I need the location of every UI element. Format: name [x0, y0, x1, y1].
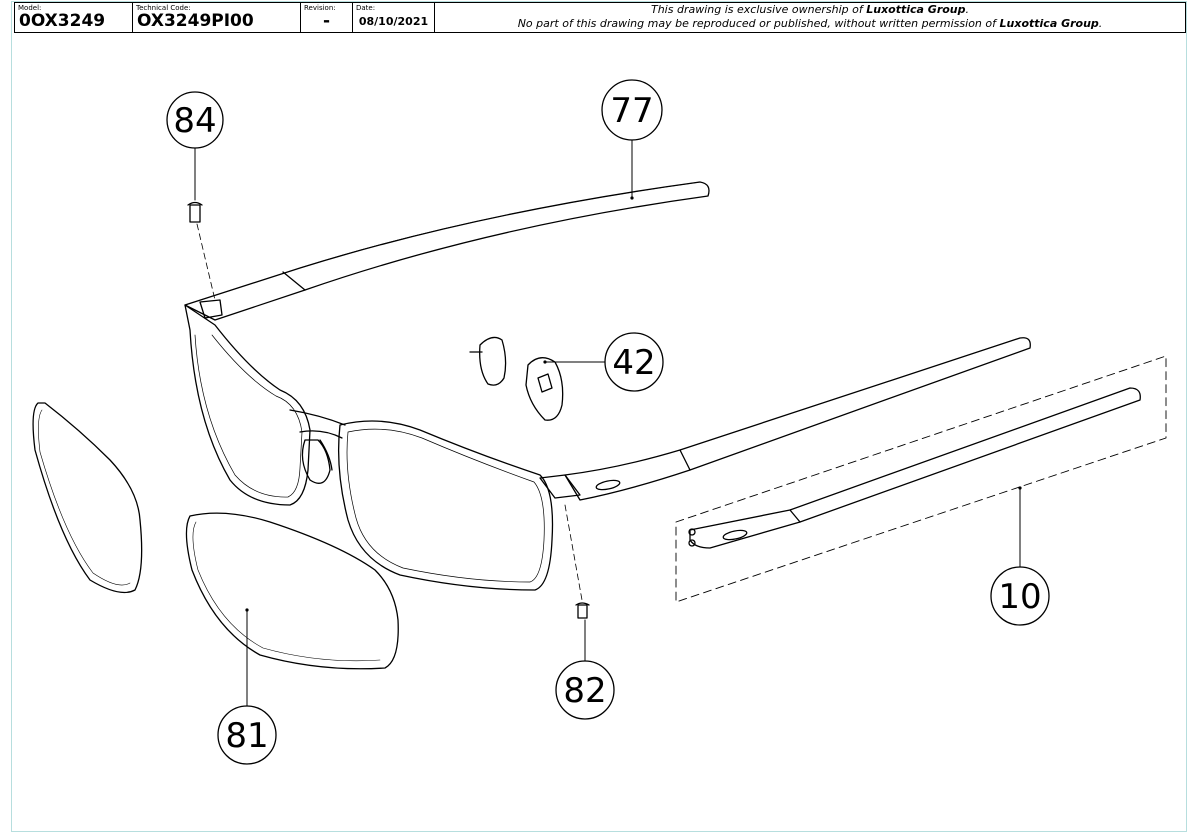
assembly-line-lower-screw [564, 504, 583, 601]
revision-cell: Revision: - [301, 3, 353, 32]
callout-82: 82 [555, 660, 615, 720]
date-cell: Date: 08/10/2021 [353, 3, 435, 32]
date-label: Date: [356, 4, 376, 12]
date-value: 08/10/2021 [358, 15, 429, 28]
callout-81: 81 [217, 705, 277, 765]
callout-10-label: 10 [998, 577, 1041, 617]
callout-81-label: 81 [225, 716, 268, 756]
technical-code-label: Technical Code: [136, 4, 191, 12]
screw-lower [575, 602, 590, 619]
title-block: Model: 0OX3249 Technical Code: OX3249PI0… [14, 2, 1186, 33]
nose-pad-large [525, 357, 564, 421]
ownership-notice-line-2: No part of this drawing may be reproduce… [517, 17, 1103, 30]
technical-code-cell: Technical Code: OX3249PI00 [133, 3, 301, 32]
revision-value: - [322, 11, 331, 31]
lens-near [185, 512, 399, 670]
revision-label: Revision: [304, 4, 336, 12]
drawing-sheet-border [11, 1, 1187, 832]
callout-84: 84 [166, 91, 224, 149]
ownership-notice-line-1: This drawing is exclusive ownership of L… [650, 3, 970, 16]
temple-upper [184, 181, 710, 321]
model-cell: Model: 0OX3249 [15, 3, 133, 32]
nose-pad-small [469, 336, 507, 386]
lens-far [32, 402, 143, 594]
callout-42: 42 [604, 332, 664, 392]
screw-upper [187, 201, 203, 223]
model-label: Model: [18, 4, 42, 12]
callout-84-label: 84 [173, 101, 216, 141]
model-value: 0OX3249 [19, 11, 106, 31]
assembly-line-upper-screw [196, 223, 216, 301]
replacement-temple-assembly [675, 355, 1167, 603]
callout-77: 77 [601, 79, 663, 141]
callout-77-label: 77 [610, 91, 653, 131]
temple-lower [564, 337, 1031, 501]
callout-42-label: 42 [612, 343, 655, 383]
callout-10: 10 [990, 566, 1050, 626]
frame-front [184, 299, 581, 591]
ownership-notice: This drawing is exclusive ownership of L… [435, 3, 1185, 32]
technical-code-value: OX3249PI00 [137, 11, 254, 31]
callout-82-label: 82 [563, 671, 606, 711]
